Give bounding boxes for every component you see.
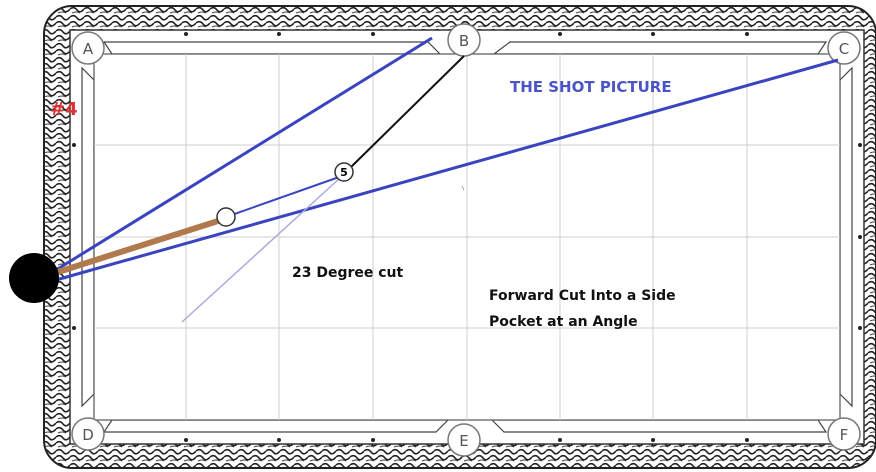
pocket-label-f: F [840, 426, 849, 444]
pocket-e [447, 423, 481, 457]
pocket-a [71, 31, 105, 65]
pocket-label-e: E [459, 432, 468, 450]
pocket-label-c: C [839, 40, 849, 58]
aim-line-to-b [55, 36, 433, 272]
object-ball-number: 5 [340, 166, 348, 179]
pocket-c [827, 31, 861, 65]
pocket-label-b: B [459, 32, 469, 50]
cue-ball [216, 207, 236, 227]
small-mark [461, 185, 465, 191]
cue-ball-path [225, 175, 343, 218]
shot-description-line-1: Forward Cut Into a Side [489, 288, 676, 304]
table-grid [94, 54, 840, 420]
cue-hand-marker [9, 253, 59, 303]
pocket-f [827, 417, 861, 451]
shot-number: #4 [50, 99, 78, 120]
pocket-label-a: A [83, 40, 94, 58]
rail-diamonds [72, 32, 862, 442]
cut-angle-label: 23 Degree cut [292, 265, 404, 281]
tangent-line [181, 177, 341, 323]
diagram-title: THE SHOT PICTURE [510, 78, 672, 96]
shot-description-line-2: Pocket at an Angle [489, 314, 638, 330]
object-ball-5 [334, 162, 354, 182]
pockets [71, 23, 861, 457]
aim-line-to-c [55, 58, 839, 282]
object-ball-path [349, 55, 465, 169]
cue-stick [57, 218, 219, 275]
pocket-label-d: D [82, 426, 94, 444]
pocket-d [71, 417, 105, 451]
